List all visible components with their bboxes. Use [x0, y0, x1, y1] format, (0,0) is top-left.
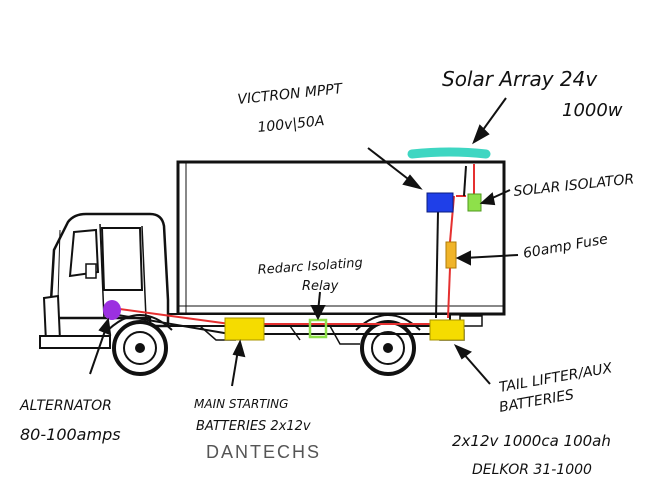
alternator-rating-label: 80-100amps	[20, 425, 121, 444]
truck-cab	[39, 212, 170, 349]
watermark: DANTECHS	[206, 442, 321, 462]
wiring-positive	[111, 164, 475, 325]
mppt-controller	[426, 192, 454, 213]
front-wheel	[107, 314, 173, 376]
wiring-negative	[111, 165, 467, 335]
main-batteries-spec-label: BATTERIES 2x12v	[196, 419, 311, 434]
truck-box-body	[176, 160, 506, 316]
alternator-label: ALTERNATOR	[19, 398, 112, 414]
mppt-rating-label: 100v|50A	[257, 113, 325, 136]
solar-panel	[407, 147, 491, 159]
solar-array-wattage-label: 1000w	[562, 100, 623, 121]
redarc-relay-label: Redarc Isolating	[257, 256, 363, 278]
mppt-label: VICTRON MPPT	[237, 81, 345, 108]
annotation-arrows	[89, 97, 519, 387]
fuse-60a	[445, 241, 457, 269]
aux-batteries	[429, 319, 465, 341]
main-starting-batteries	[224, 317, 265, 341]
redarc-relay-sub-label: Relay	[302, 279, 339, 294]
solar-array-label: Solar Array 24v	[442, 67, 598, 91]
aux-batteries-spec-label: 2x12v 1000ca 100ah	[452, 432, 611, 450]
solar-isolator	[467, 193, 482, 212]
main-batteries-label: MAIN STARTING	[194, 397, 288, 411]
delkor-label: DELKOR 31-1000	[472, 462, 592, 478]
alternator	[103, 300, 121, 320]
